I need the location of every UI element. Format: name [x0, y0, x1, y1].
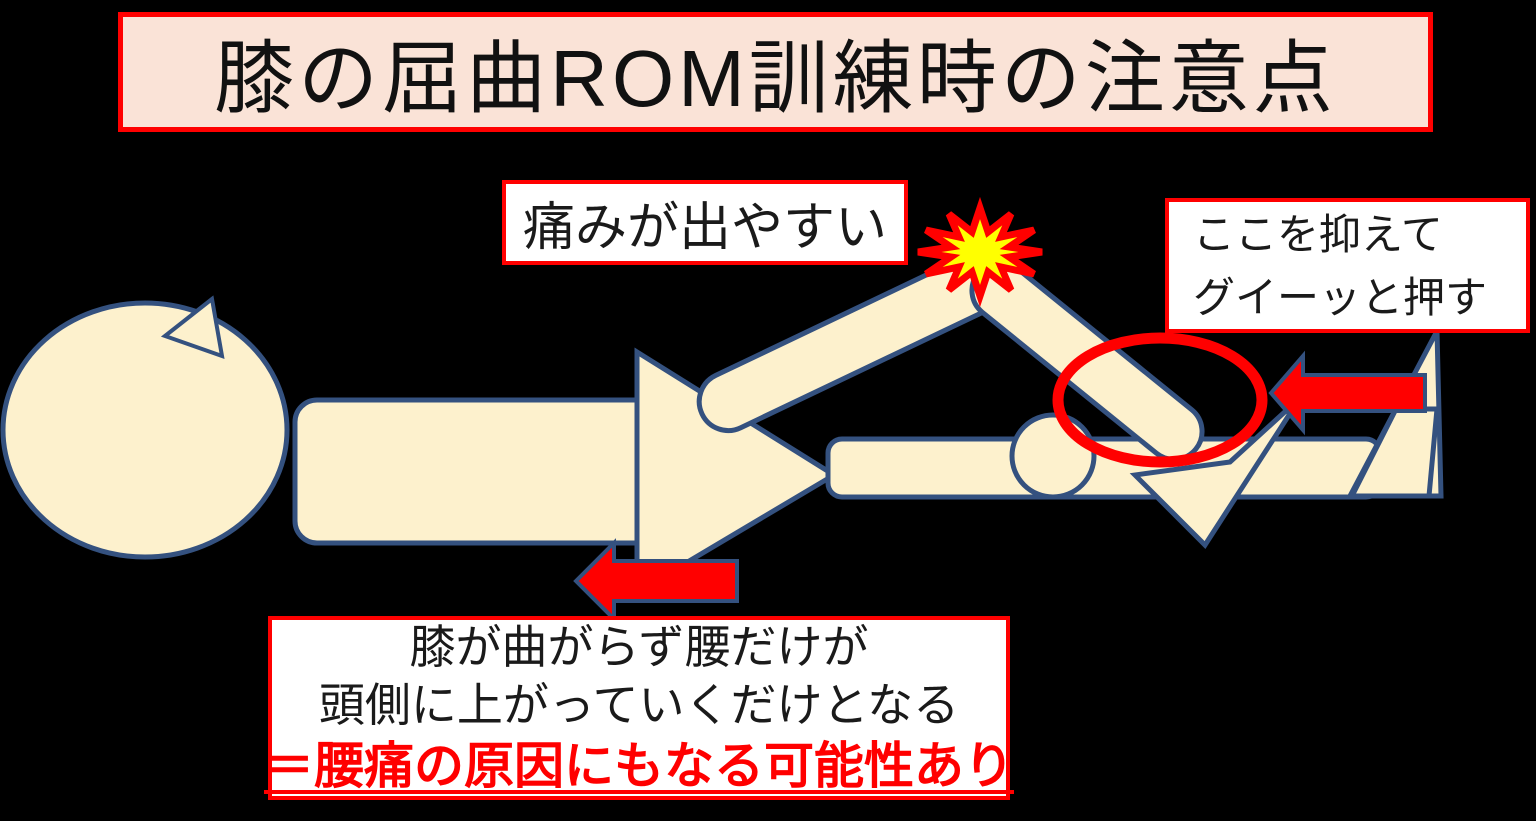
warning-line3: ＝腰痛の原因にもなる可能性あり	[264, 737, 1014, 794]
page-title: 膝の屈曲ROM訓練時の注意点	[214, 34, 1337, 123]
patient-nose	[160, 295, 225, 360]
press-area-ellipse-icon	[1052, 332, 1268, 468]
warning-line2: 頭側に上がっていくだけとなる	[318, 679, 960, 732]
title-banner: 膝の屈曲ROM訓練時の注意点	[118, 12, 1433, 132]
warning-callout: 膝が曲がらず腰だけが 頭側に上がっていくだけとなる ＝腰痛の原因にもなる可能性あ…	[264, 616, 1014, 800]
warning-line1: 膝が曲がらず腰だけが	[409, 620, 869, 673]
push-arrow-icon	[1268, 350, 1427, 436]
pain-callout-text: 痛みが出やすい	[522, 199, 887, 257]
patient-torso	[292, 397, 666, 546]
press-callout-line1: ここを抑えて	[1193, 210, 1443, 258]
patient-knee-circle	[1009, 412, 1097, 500]
press-callout: ここを抑えて グイーッと押す	[1165, 198, 1530, 333]
press-callout-line2: グイーッと押す	[1193, 273, 1488, 321]
pain-burst-icon	[917, 196, 1043, 308]
patient-head	[0, 300, 290, 560]
pain-callout: 痛みが出やすい	[502, 180, 908, 265]
